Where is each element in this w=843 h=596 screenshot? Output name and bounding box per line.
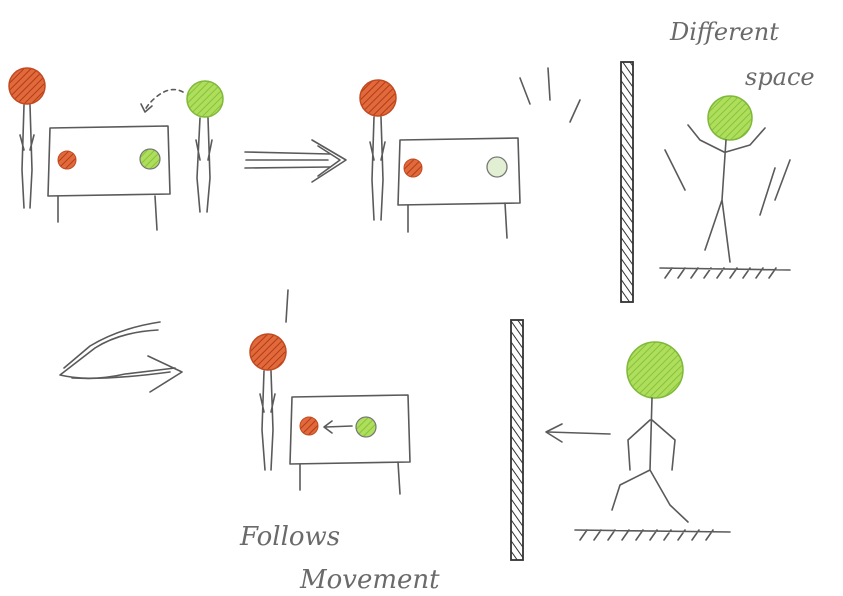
- display-screen-4: [289, 394, 411, 495]
- panel-local-side: [359, 67, 581, 239]
- movement-arrow-icon: [545, 423, 611, 443]
- local-avatar-dot-4: [299, 416, 319, 436]
- remote-person-body: [195, 117, 213, 213]
- ping-lines: [519, 67, 581, 123]
- forward-arrow-icon: [244, 139, 347, 183]
- panel-follows-movement: Follows Movement: [239, 289, 440, 595]
- avatar-move-arrow: [323, 420, 353, 434]
- local-person-head-2: [359, 79, 397, 117]
- local-person-head-4: [249, 333, 287, 371]
- wall-divider-bottom: [510, 319, 524, 561]
- local-avatar-dot: [57, 150, 77, 170]
- local-person-head: [8, 67, 46, 105]
- label-follows: Follows: [239, 522, 340, 552]
- panel-remote-different-space: Different space: [659, 18, 815, 279]
- display-screen: [47, 125, 171, 231]
- return-arrow-icon: [59, 321, 183, 393]
- remote-person-figure: [186, 80, 224, 213]
- dashed-arrow: [144, 88, 184, 111]
- remote-person-body-5: [611, 397, 689, 523]
- remote-person-head-3: [707, 95, 753, 141]
- local-person-body: [19, 104, 35, 209]
- dashed-arrow-head: [140, 103, 153, 113]
- panel-remote-walking: [574, 341, 731, 541]
- remote-person-head-5: [626, 341, 684, 399]
- motion-lines: [664, 149, 791, 216]
- local-person-figure: [8, 67, 46, 209]
- remote-person-body-3: [687, 124, 766, 263]
- label-different: Different: [669, 18, 779, 46]
- wall-divider-top: [620, 61, 634, 303]
- attention-mark: [285, 289, 289, 323]
- remote-avatar-dot-4: [355, 416, 377, 438]
- floor-line-top: [659, 267, 791, 279]
- remote-avatar-dot-2: [486, 156, 508, 178]
- remote-avatar-dot: [139, 148, 161, 170]
- display-screen-2: [397, 137, 521, 239]
- remote-person-head: [186, 80, 224, 118]
- local-person-figure-2: [359, 79, 397, 221]
- panel-initial-setup: [8, 67, 224, 231]
- label-movement: Movement: [299, 565, 440, 595]
- label-space: space: [745, 63, 815, 91]
- floor-line-bottom: [574, 529, 731, 541]
- local-avatar-dot-2: [403, 158, 423, 178]
